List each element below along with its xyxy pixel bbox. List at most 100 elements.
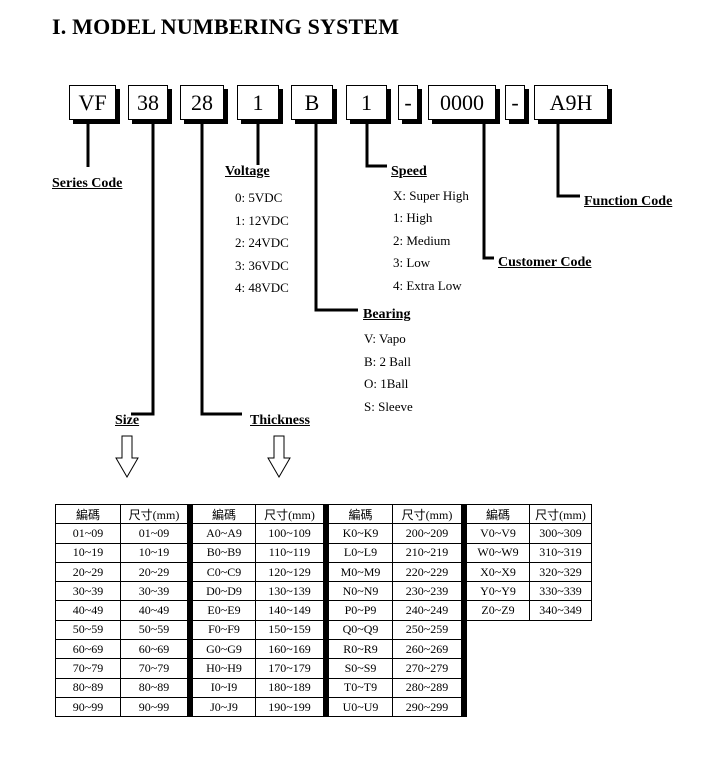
- size-cell: 70~79: [120, 658, 188, 679]
- code-cell: X0~X9: [466, 561, 530, 583]
- size-cell: 320~329: [529, 561, 592, 583]
- code-cell: T0~T9: [328, 677, 393, 698]
- code-cell: 10~19: [55, 542, 121, 563]
- speed-label: Speed: [391, 164, 427, 179]
- code-cell: Q0~Q9: [328, 619, 393, 641]
- code-cell: H0~H9: [192, 658, 256, 679]
- size-cell: 01~09: [120, 523, 188, 544]
- size-cell: 120~129: [255, 561, 324, 583]
- size-arrow-icon: [115, 435, 139, 478]
- size-cell: 310~319: [529, 542, 592, 563]
- function-code-label: Function Code: [584, 194, 673, 209]
- voltage-option: 2: 24VDC: [235, 235, 289, 250]
- code-cell: G0~G9: [192, 639, 256, 660]
- size-header: 尺寸(mm): [529, 503, 592, 525]
- segment-bearing: B: [291, 85, 333, 120]
- thickness-arrow-icon: [267, 435, 291, 478]
- speed-option: X: Super High: [393, 188, 469, 203]
- size-cell: 270~279: [392, 658, 462, 679]
- voltage-option: 0: 5VDC: [235, 190, 283, 205]
- size-cell: 200~209: [392, 523, 462, 544]
- segment-customer: 0000: [428, 85, 496, 120]
- size-cell: 50~59: [120, 619, 188, 641]
- size-cell: 170~179: [255, 658, 324, 679]
- code-cell: J0~J9: [192, 696, 256, 718]
- code-cell: M0~M9: [328, 561, 393, 583]
- size-cell: 60~69: [120, 639, 188, 660]
- size-cell: 330~339: [529, 581, 592, 602]
- size-cell: 260~269: [392, 639, 462, 660]
- size-cell: 300~309: [529, 523, 592, 544]
- code-cell: N0~N9: [328, 581, 393, 602]
- code-cell: 50~59: [55, 619, 121, 641]
- group-separator: [461, 696, 467, 718]
- speed-option: 1: High: [393, 210, 433, 225]
- page-title: I. MODEL NUMBERING SYSTEM: [52, 14, 400, 39]
- size-label: Size: [115, 413, 140, 428]
- code-cell: C0~C9: [192, 561, 256, 583]
- code-cell: E0~E9: [192, 600, 256, 621]
- thickness-label: Thickness: [250, 413, 310, 428]
- size-cell: 240~249: [392, 600, 462, 621]
- bearing-option: B: 2 Ball: [364, 354, 411, 369]
- voltage-option: 1: 12VDC: [235, 213, 289, 228]
- size-header: 尺寸(mm): [392, 503, 462, 525]
- size-cell: 100~109: [255, 523, 324, 544]
- code-cell: 60~69: [55, 639, 121, 660]
- size-cell: 190~199: [255, 696, 324, 718]
- code-header: 編碼: [328, 503, 393, 525]
- size-cell: 210~219: [392, 542, 462, 563]
- segment-voltage: 1: [237, 85, 279, 120]
- bearing-option: V: Vapo: [364, 331, 406, 346]
- size-cell: 150~159: [255, 619, 324, 641]
- size-cell: 90~99: [120, 696, 188, 718]
- code-cell: F0~F9: [192, 619, 256, 641]
- segment-speed: 1: [346, 85, 387, 120]
- size-cell: 40~49: [120, 600, 188, 621]
- code-cell: K0~K9: [328, 523, 393, 544]
- code-header: 編碼: [55, 503, 121, 525]
- speed-option: 3: Low: [393, 255, 431, 270]
- code-cell: 70~79: [55, 658, 121, 679]
- code-header: 編碼: [192, 503, 256, 525]
- size-cell: 110~119: [255, 542, 324, 563]
- segment-series: VF: [69, 85, 116, 120]
- segment-function: A9H: [534, 85, 608, 120]
- voltage-option: 3: 36VDC: [235, 258, 289, 273]
- code-cell: Z0~Z9: [466, 600, 530, 621]
- code-cell: S0~S9: [328, 658, 393, 679]
- size-cell: 10~19: [120, 542, 188, 563]
- code-cell: W0~W9: [466, 542, 530, 563]
- voltage-label: Voltage: [225, 164, 270, 179]
- code-cell: 30~39: [55, 581, 121, 602]
- bearing-option: O: 1Ball: [364, 376, 409, 391]
- code-header: 編碼: [466, 503, 530, 525]
- bearing-label: Bearing: [363, 307, 411, 322]
- size-cell: 340~349: [529, 600, 592, 621]
- size-cell: 220~229: [392, 561, 462, 583]
- customer-code-label: Customer Code: [498, 255, 592, 270]
- code-cell: 90~99: [55, 696, 121, 718]
- empty-cell: [467, 620, 592, 639]
- segment-dash: -: [505, 85, 525, 120]
- code-cell: 80~89: [55, 677, 121, 698]
- code-cell: 40~49: [55, 600, 121, 621]
- segment-thickness: 28: [180, 85, 224, 120]
- speed-option: 2: Medium: [393, 233, 451, 248]
- size-cell: 250~259: [392, 619, 462, 641]
- voltage-option: 4: 48VDC: [235, 280, 289, 295]
- code-cell: A0~A9: [192, 523, 256, 544]
- size-header: 尺寸(mm): [255, 503, 324, 525]
- size-cell: 30~39: [120, 581, 188, 602]
- segment-dash: -: [398, 85, 418, 120]
